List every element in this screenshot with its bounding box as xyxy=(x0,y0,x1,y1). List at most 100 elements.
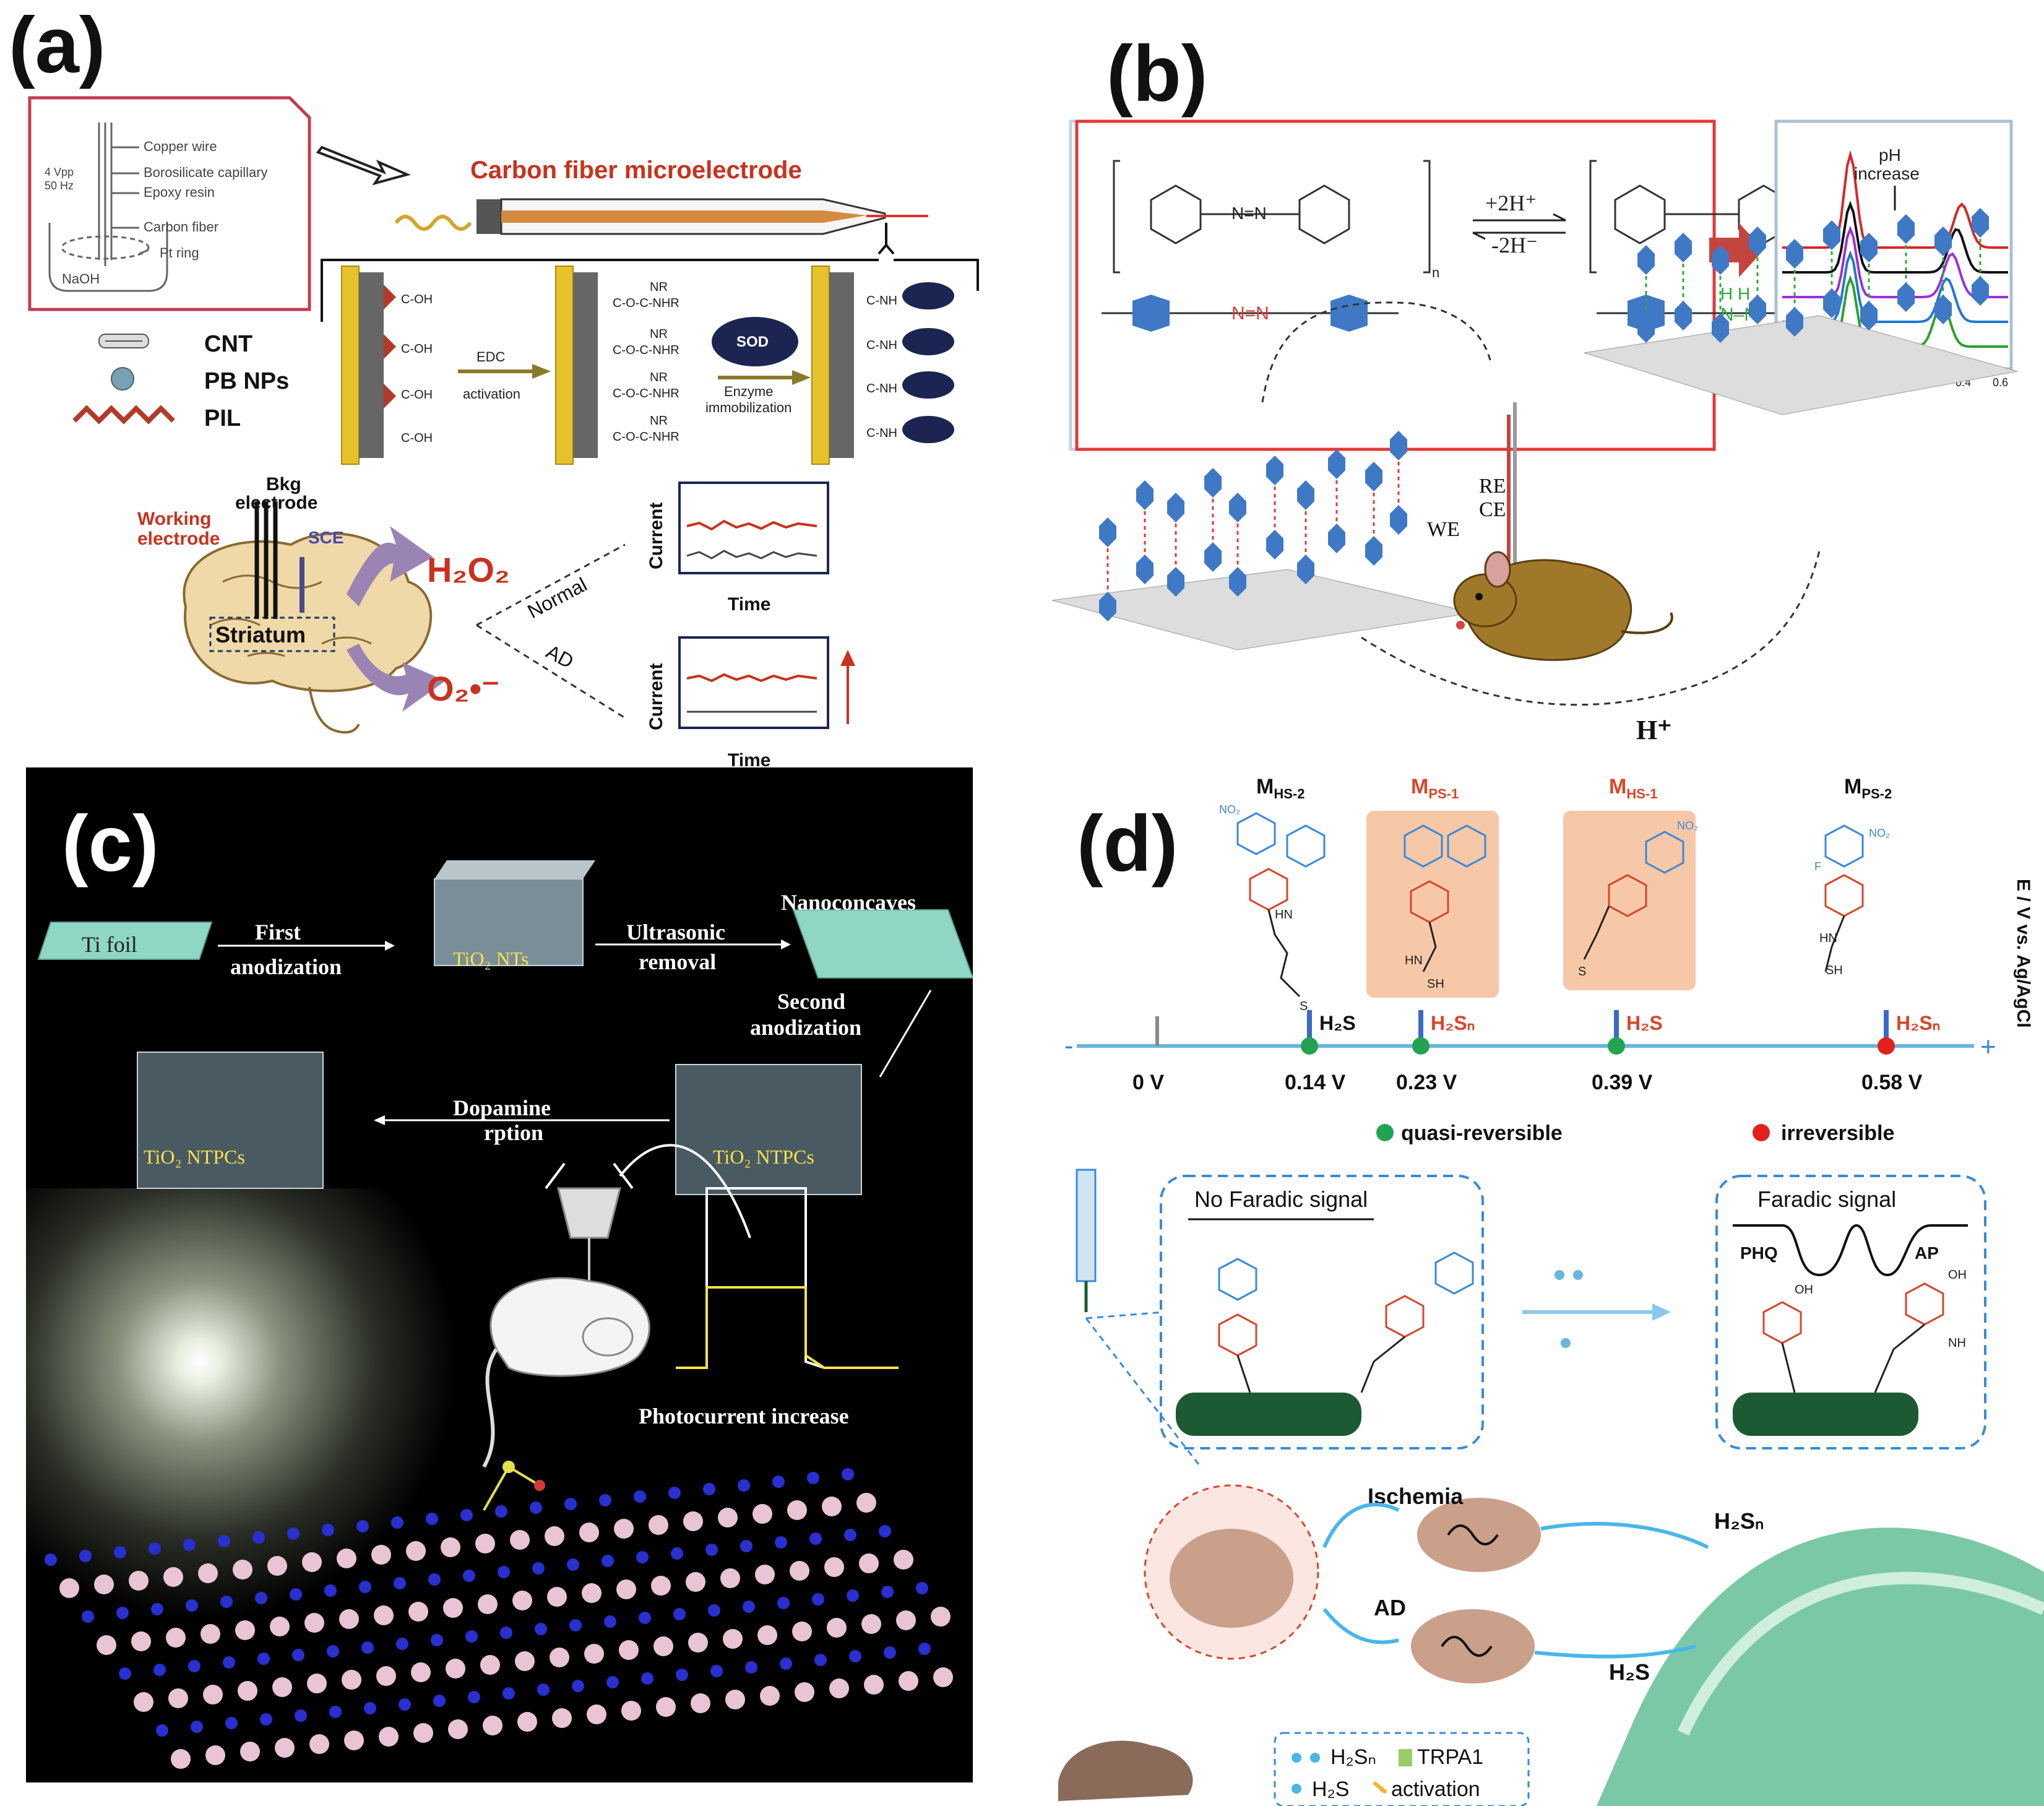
tio2-ntpcs-label-left: TiO₂ NTPCs xyxy=(144,1146,245,1168)
o-atom xyxy=(324,1584,337,1597)
cnt-icon xyxy=(98,334,149,348)
ti-atom xyxy=(755,1565,775,1584)
ti-atom xyxy=(723,1629,743,1649)
cv-trace-1 xyxy=(1782,201,2008,274)
ti-atom xyxy=(510,1530,530,1550)
o-atom xyxy=(772,1475,785,1488)
amide-4: C-O-C-NHR xyxy=(613,430,679,444)
ad-plot-frame xyxy=(678,636,829,729)
o-atom xyxy=(809,1532,822,1545)
ti-atom xyxy=(683,1511,703,1531)
nh-label: NH xyxy=(1948,1336,1966,1350)
sod-label: SOD xyxy=(736,334,769,350)
mhs1-highlight xyxy=(1563,811,1696,990)
photocurrent-label: Photocurrent increase xyxy=(639,1404,849,1428)
o-atom xyxy=(572,1680,584,1692)
rption-label: rption xyxy=(484,1120,543,1145)
hydrazo-pillars xyxy=(1637,208,1989,343)
ti-atom xyxy=(129,1571,149,1591)
quasi-dot xyxy=(1376,1124,1394,1141)
o-atom xyxy=(745,1661,757,1674)
azo-ring-top-7 xyxy=(1328,449,1345,479)
ti-atom xyxy=(790,1561,809,1581)
ti-atom xyxy=(752,1504,772,1524)
o-atom xyxy=(740,1540,752,1552)
o-atom xyxy=(433,1695,446,1707)
o-atom xyxy=(114,1546,126,1558)
d-legend-box xyxy=(1274,1732,1530,1806)
ischemia-arrow xyxy=(1322,1502,1400,1549)
dashed-arc-bottom xyxy=(1361,550,1821,706)
azo-ring-top-5 xyxy=(1266,456,1283,485)
potential-tick-4: 0.58 V xyxy=(1861,1071,1923,1094)
hydrazo-ring-bot-6 xyxy=(1860,301,1878,331)
ti-atom xyxy=(235,1620,255,1640)
azo-ring-bot-8 xyxy=(1365,536,1382,566)
o-atom xyxy=(463,1570,475,1582)
ad-label: AD xyxy=(543,640,577,673)
ti-atom xyxy=(478,1594,498,1614)
panel-a-label: (a) xyxy=(9,1,106,90)
cooh-2: C-OH xyxy=(401,342,433,356)
o-atom xyxy=(532,1562,545,1575)
activation-label: activation xyxy=(463,386,520,402)
o-atom xyxy=(116,1607,129,1619)
mps2-label: MPS-2 xyxy=(1844,775,1892,801)
azo-ring-left xyxy=(1132,295,1170,332)
hydrazo-ring-top-8 xyxy=(1934,227,1952,256)
o-atom xyxy=(599,1494,611,1506)
o2-arrow xyxy=(347,644,446,712)
potential-tick-2: 0.23 V xyxy=(1396,1071,1457,1094)
surface-3 xyxy=(811,266,854,465)
ti-atom xyxy=(59,1578,79,1598)
o-atom xyxy=(329,1706,342,1718)
o-atom xyxy=(676,1669,688,1681)
ti-atom xyxy=(475,1534,495,1553)
ti-atom xyxy=(550,1648,569,1667)
ti-atom xyxy=(614,1519,634,1539)
mps2-sh: SH xyxy=(1826,964,1843,977)
electrode-cap xyxy=(477,199,501,234)
bkg-electrode-label: electrode xyxy=(235,493,317,513)
ti-atom xyxy=(517,1712,537,1732)
o-atom xyxy=(359,1581,371,1593)
borosilicate-label: Borosilicate capillary xyxy=(144,165,268,180)
mhs2-no2: NO₂ xyxy=(1219,803,1240,816)
ti-atom xyxy=(859,1553,879,1573)
ischemia-brain xyxy=(1417,1498,1541,1572)
ti-atom xyxy=(584,1644,604,1664)
o-atom xyxy=(151,1603,163,1615)
ad-path xyxy=(476,624,626,719)
o-atom xyxy=(844,1529,856,1541)
o-atom xyxy=(394,1577,406,1589)
azo-ring-bot-5 xyxy=(1266,530,1283,560)
photocurrent-yellow-trace xyxy=(676,1286,899,1369)
hydrazo-ring-top-5 xyxy=(1823,220,1840,250)
ti-atom xyxy=(339,1609,359,1629)
azo-ring-top-4 xyxy=(1229,493,1246,522)
o-atom xyxy=(500,1627,512,1639)
ti-atom xyxy=(653,1636,673,1656)
axis-label: E / V vs. Ag/AgCl xyxy=(2013,879,2033,1028)
ti-atom xyxy=(480,1655,500,1675)
o-atom xyxy=(468,1691,480,1703)
ad-arrow xyxy=(1322,1608,1399,1644)
o-atom xyxy=(188,1660,201,1672)
o-atom xyxy=(636,1551,649,1563)
o-atom xyxy=(495,1505,507,1518)
hplus-label: H⁺ xyxy=(1636,715,1671,745)
o-atom xyxy=(604,1615,616,1628)
o-atom xyxy=(426,1513,438,1525)
azo-ring-top-9 xyxy=(1390,431,1407,460)
ti-atom xyxy=(131,1631,151,1651)
o-atom xyxy=(814,1654,827,1666)
azo-structure xyxy=(1113,160,1431,274)
ph-label: pH xyxy=(1879,145,1901,165)
normal-red-trace xyxy=(686,519,817,531)
legend-trpa1: TRPA1 xyxy=(1417,1745,1483,1769)
ti-atom xyxy=(411,1662,431,1682)
o-atom xyxy=(602,1555,614,1567)
o-atom xyxy=(290,1588,302,1601)
ti-atom xyxy=(552,1708,572,1728)
rat xyxy=(1058,1740,1193,1801)
